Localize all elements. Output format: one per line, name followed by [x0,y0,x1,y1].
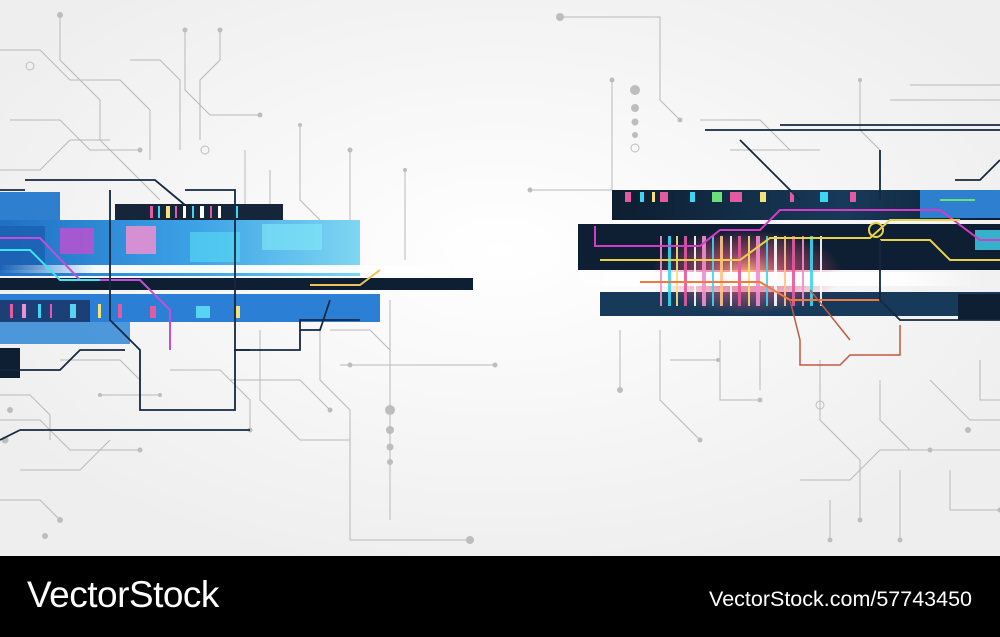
tech-circuit-artwork [0,0,1000,556]
circuit-traces-right [530,16,1000,540]
circuit-nodes-right [527,13,1000,543]
image-id-text: VectorStock.com/57743450 [709,587,972,611]
brand-logo-text: VectorStock [27,574,219,615]
right-glitch-bars [660,236,822,306]
right-dark-traces [705,124,1000,321]
left-barcode-strip [10,206,240,318]
right-orange-traces [789,289,901,366]
left-tech-panel [0,179,475,441]
watermark-footer: VectorStock VectorStock.com/57743450 [0,556,1000,637]
right-tech-panel [560,124,1000,366]
left-dark-traces [0,179,360,441]
right-barcode-strip [625,192,856,202]
right-neon-traces [594,199,1000,301]
